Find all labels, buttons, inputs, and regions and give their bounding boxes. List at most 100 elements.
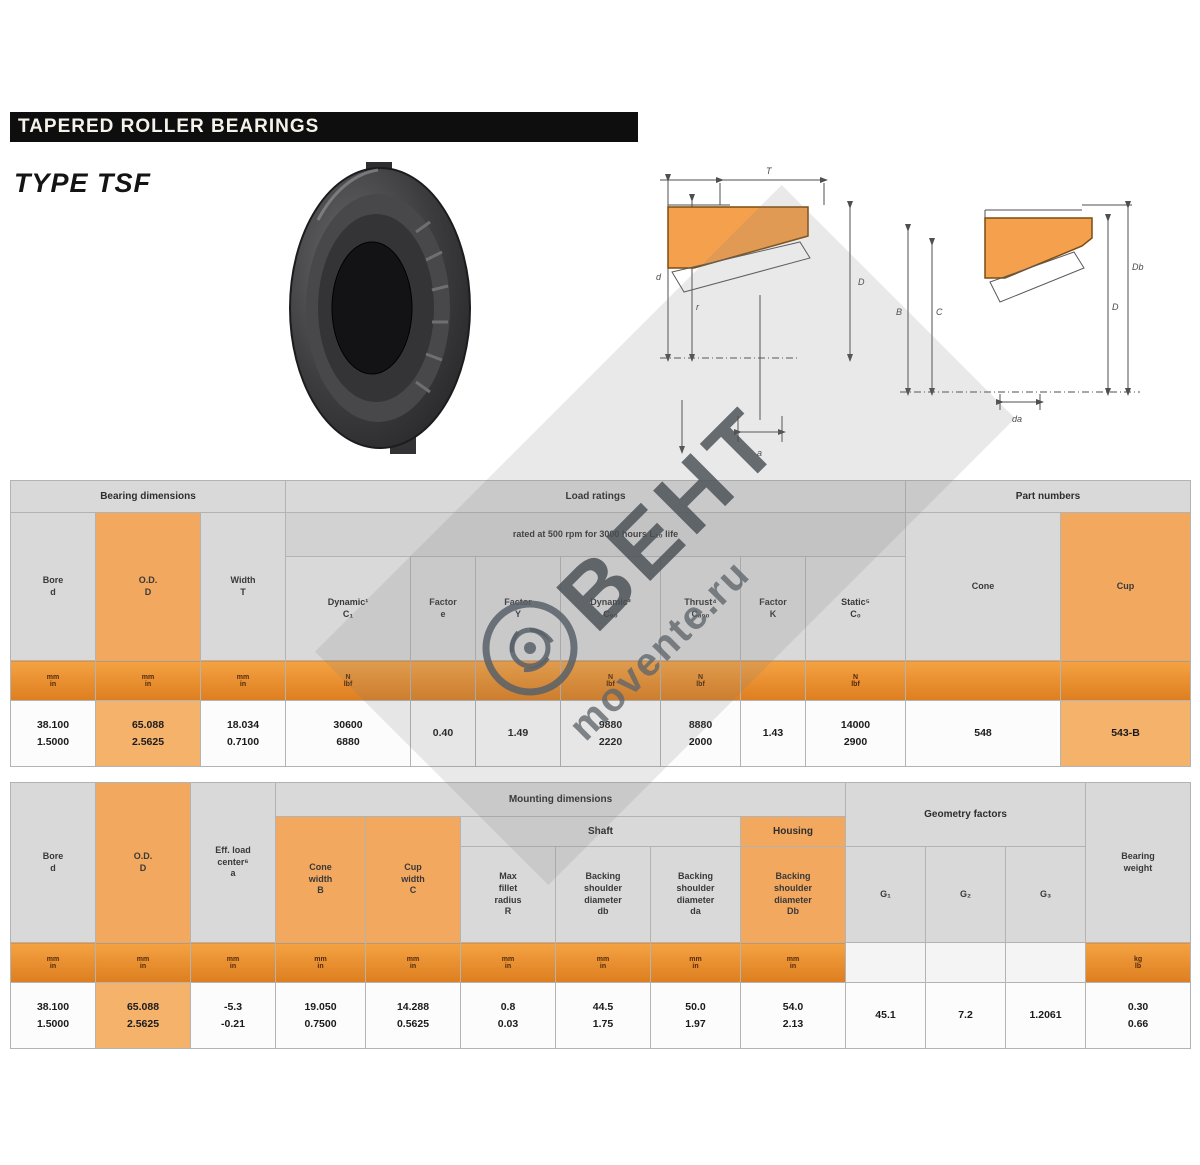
t2-header-shoulder-da: Backing shoulder diameter da (650, 846, 741, 943)
t1-unit-cup (1060, 660, 1192, 701)
t2-value-shoulder-da: 50.0 1.97 (650, 982, 741, 1049)
t1-value-y: 1.49 (475, 700, 561, 767)
t1-value-ca90: 8880 2000 (660, 700, 741, 767)
svg-text:da: da (1012, 414, 1022, 424)
t1-unit-cone (905, 660, 1062, 701)
t1-header-cup: Cup (1060, 512, 1192, 661)
svg-text:a: a (757, 448, 762, 458)
t1-header-factor-k: Factor K (740, 556, 806, 661)
bearing-highlight (316, 168, 379, 221)
t2-group-shaft: Shaft (460, 816, 741, 847)
t1-value-od: 65.088 2.5625 (95, 700, 201, 767)
t1-unit-y (475, 660, 561, 701)
t1-header-static-c0: Static⁵ C₀ (804, 556, 907, 661)
t2-header-g1: G₁ (845, 846, 927, 943)
t2-value-cup-width: 14.288 0.5625 (365, 982, 461, 1049)
drawing-2-cone-section (989, 251, 1085, 303)
t2-header-cup-width: Cup width C (365, 816, 461, 943)
t1-group-ratings: Load ratings (284, 480, 907, 513)
t1-group-parts: Part numbers (905, 480, 1192, 513)
t2-unit-g3 (1005, 942, 1087, 983)
t2-value-weight: 0.30 0.66 (1085, 982, 1192, 1049)
t1-unit-width: mm in (200, 660, 286, 701)
t1-data-row: 38.100 1.5000 65.088 2.5625 18.034 0.710… (10, 700, 1192, 767)
t2-value-shoulder-db: 44.5 1.75 (555, 982, 651, 1049)
t2-header-shoulder-db: Backing shoulder diameter db (555, 846, 651, 943)
bearing-rollers (415, 220, 449, 394)
t1-value-c90: 9880 2220 (560, 700, 661, 767)
t2-value-load-center: -5.3 -0.21 (190, 982, 276, 1049)
t2-header-od: O.D. D (95, 782, 191, 943)
svg-text:Db: Db (1132, 262, 1144, 272)
t2-value-od: 65.088 2.5625 (95, 982, 191, 1049)
t1-ratings-subheader: rated at 500 rpm for 3000 hours L₁₀ life (284, 512, 907, 557)
t2-unit-od: mm in (95, 942, 191, 983)
t2-unit-weight: kg lb (1085, 942, 1192, 983)
t2-data-row: 38.100 1.5000 65.088 2.5625 -5.3 -0.21 1… (10, 982, 1192, 1049)
t2-group-housing: Housing (739, 816, 847, 847)
t1-header-thrust-ca90: Thrust⁴ Cₐ₉₀ (660, 556, 741, 661)
t1-header-dynamic-c90: Dynamic³ C₉₀ (560, 556, 661, 661)
t1-unit-c0: N lbf (804, 660, 907, 701)
t1-header-width: Width T (200, 512, 286, 661)
drawing-2-cup-section (984, 217, 1093, 279)
t1-unit-k (740, 660, 806, 701)
t2-unit-fillet: mm in (460, 942, 556, 983)
bearing-photo (289, 162, 471, 454)
t2-units-band: mm in mm in mm in mm in mm in mm in mm i… (10, 942, 1192, 983)
t2-unit-g1 (845, 942, 927, 983)
t2-header-cone-width: Cone width B (275, 816, 366, 943)
t1-header-od: O.D. D (95, 512, 201, 661)
t1-unit-c1: N lbf (285, 660, 411, 701)
t2-header-g2: G₂ (925, 846, 1007, 943)
dimensions-ratings-table: Bearing dimensions Load ratings Part num… (10, 480, 1192, 767)
page-title-bar: TAPERED ROLLER BEARINGS (10, 112, 638, 142)
t1-header-dynamic-c1: Dynamic¹ C₁ (285, 556, 411, 661)
drawing-1-cup-section (667, 206, 809, 269)
drawing-1-labels: T d D a r (656, 166, 865, 458)
t1-value-cup: 543-B (1060, 700, 1192, 767)
t2-header-shoulder-Db: Backing shoulder diameter Db (739, 846, 847, 943)
drawing-1-cone-section (671, 241, 811, 293)
t1-unit-c90: N lbf (560, 660, 661, 701)
mounting-dimensions-table: Bore d O.D. D Eff. load center⁶ a Mounti… (10, 782, 1192, 1049)
t1-value-c0: 14000 2900 (804, 700, 907, 767)
t1-units-band: mm in mm in mm in N lbf N lbf N lbf N lb… (10, 660, 1192, 701)
svg-text:T: T (766, 166, 773, 176)
svg-text:d: d (656, 272, 662, 282)
t1-unit-bore: mm in (10, 660, 96, 701)
t1-header-bore: Bore d (10, 512, 96, 661)
drawing-2-labels: B C D Db da (896, 262, 1144, 424)
t2-unit-bore: mm in (10, 942, 96, 983)
t1-header-factor-y: Factor Y (475, 556, 561, 661)
cross-section-drawings: T d D a r B C D Db da (656, 166, 1144, 458)
t1-value-cone: 548 (905, 700, 1062, 767)
t2-value-g3: 1.2061 (1005, 982, 1087, 1049)
t1-value-width: 18.034 0.7100 (200, 700, 286, 767)
t2-header-g3: G₃ (1005, 846, 1087, 943)
svg-text:D: D (1112, 302, 1119, 312)
t2-value-g2: 7.2 (925, 982, 1007, 1049)
t2-value-bore: 38.100 1.5000 (10, 982, 96, 1049)
t2-unit-shoulder-db: mm in (555, 942, 651, 983)
t1-unit-od: mm in (95, 660, 201, 701)
t2-unit-shoulder-Db: mm in (739, 942, 847, 983)
t1-header-factor-e: Factor e (410, 556, 476, 661)
t2-group-mounting: Mounting dimensions (274, 782, 847, 817)
t2-unit-load-center: mm in (190, 942, 276, 983)
t2-unit-cup-width: mm in (365, 942, 461, 983)
svg-text:r: r (696, 302, 700, 312)
t1-value-e: 0.40 (410, 700, 476, 767)
t2-header-fillet: Max fillet radius R (460, 846, 556, 943)
t2-group-geometry: Geometry factors (845, 782, 1087, 847)
t2-unit-cone-width: mm in (275, 942, 366, 983)
type-label: TYPE TSF (14, 168, 152, 198)
t2-unit-g2 (925, 942, 1007, 983)
t1-unit-e (410, 660, 476, 701)
drawing-2-dimension-lines (900, 201, 1140, 410)
t1-header-cone: Cone (905, 512, 1062, 661)
t2-header-load-center: Eff. load center⁶ a (190, 782, 276, 943)
t2-unit-shoulder-da: mm in (650, 942, 741, 983)
bearing-bore (331, 241, 413, 375)
t1-unit-ca90: N lbf (660, 660, 741, 701)
